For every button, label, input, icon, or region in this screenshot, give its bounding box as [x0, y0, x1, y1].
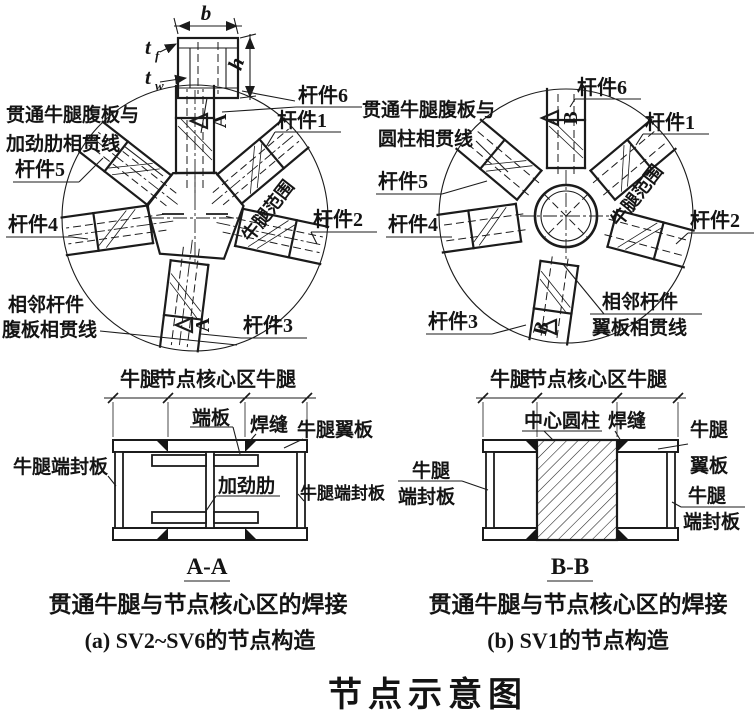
- bb-seal-left-label-l2: 端封板: [398, 485, 456, 508]
- section-aa: 牛腿 节点核心区 牛腿 端板 焊缝 牛腿翼板 牛腿端封板 加劲肋 牛腿端封板 A…: [13, 367, 386, 653]
- bracket-range-circle-right: [438, 88, 694, 344]
- aa-seal-right-label: 牛腿端封板: [300, 483, 386, 503]
- aa-seal-left-label: 牛腿端封板: [13, 455, 109, 478]
- dim-tf-sub: f: [155, 48, 161, 63]
- member6-label-left: 杆件6: [298, 83, 348, 107]
- note-web-stiffener-line1: 贯通牛腿腹板与: [6, 103, 139, 126]
- note-adjacent-flange-line2: 翼板相贯线: [591, 316, 687, 339]
- figure-title: 节点示意图: [328, 676, 528, 714]
- section-cut-arrow-bottom-right: [537, 318, 558, 336]
- dim-tf-label: t: [145, 35, 152, 59]
- section-bb: 牛腿 节点核心区 牛腿 中心圆柱 焊缝 牛腿 翼板 牛腿 端封板 牛腿 端封板 …: [398, 367, 745, 653]
- bb-dim-core: 节点核心区: [527, 367, 627, 391]
- weld-fillet: [617, 528, 629, 540]
- aa-subcaption: (a) SV2~SV6的节点构造: [85, 628, 316, 653]
- section-cut-arrow-top-left: [188, 112, 209, 130]
- aa-stiffener: [205, 451, 215, 529]
- aa-end-plate-ur: [213, 454, 259, 467]
- bb-flange-label-l1: 牛腿: [690, 418, 728, 441]
- section-cut-arrow-top-right: [539, 109, 560, 127]
- weld-fillet: [156, 528, 168, 540]
- bb-caption: 贯通牛腿与节点核心区的焊接: [429, 591, 728, 617]
- bb-flange-label-l2: 翼板: [689, 454, 729, 477]
- note-web-stiffener-line2: 加劲肋相贯线: [5, 132, 120, 155]
- bb-seal-left-label-l1: 牛腿: [412, 459, 450, 482]
- dim-b-label: b: [201, 1, 212, 25]
- member2-label-right: 杆件2: [690, 208, 740, 232]
- dim-h-label: h: [223, 54, 249, 73]
- note-web-column-line2: 圆柱相贯线: [378, 127, 473, 150]
- aa-flange-label: 牛腿翼板: [297, 418, 374, 441]
- aa-endplate-label: 端板: [192, 406, 231, 429]
- bb-dim-right: 牛腿: [627, 367, 667, 391]
- weld-fillet: [525, 440, 537, 452]
- bb-dim-left: 牛腿: [490, 367, 530, 391]
- bb-seal-right-label-l2: 端封板: [683, 510, 741, 533]
- weld-fillet: [525, 528, 537, 540]
- member4-label-right: 杆件4: [388, 212, 438, 236]
- aa-left-seal-plate: [114, 451, 124, 529]
- member1-label-left: 杆件1: [277, 108, 327, 132]
- bracket-range-label-right: 牛腿范围: [606, 160, 667, 230]
- cut-mark-a-bottom: A: [192, 317, 214, 332]
- aa-dim-left: 牛腿: [120, 367, 160, 391]
- plan-view-right: B B 牛腿范围 杆件6 杆件1 杆件2 杆件3 杆件4 杆件5 贯通牛腿腹板与…: [362, 75, 754, 346]
- bb-subcaption: (b) SV1的节点构造: [487, 628, 669, 653]
- aa-stiffener-label: 加劲肋: [217, 474, 275, 497]
- bb-seal-right-label-l1: 牛腿: [688, 484, 726, 507]
- member1-label-right: 杆件1: [645, 110, 695, 134]
- dim-tw-sub: w: [155, 78, 164, 93]
- note-adjacent-web-line2: 腹板相贯线: [1, 318, 97, 341]
- bracket-range-circle-left: [61, 84, 329, 352]
- aa-right-seal-plate: [296, 451, 306, 529]
- plan-view-left: A A 牛腿范围 杆件6 杆件1 杆件2 杆件3 杆件4 杆件5 贯通牛腿腹板与…: [1, 83, 377, 353]
- bracket-range-label-left: 牛腿范围: [237, 176, 298, 246]
- member6-label-right: 杆件6: [577, 75, 627, 99]
- mini-box-section: b h t f t w: [145, 1, 296, 134]
- weld-fillet: [245, 528, 257, 540]
- cut-mark-b-top: B: [560, 111, 582, 124]
- aa-weld-label: 焊缝: [250, 413, 288, 436]
- section-cut-arrow-bottom-left: [173, 316, 194, 334]
- bb-weld-label: 焊缝: [608, 409, 646, 432]
- note-web-column-line1: 贯通牛腿腹板与: [362, 98, 495, 121]
- note-adjacent-flange-line1: 相邻杆件: [602, 290, 678, 313]
- dim-tw-label: t: [145, 65, 152, 89]
- bb-column-label: 中心圆柱: [524, 409, 600, 432]
- weld-fillet: [156, 440, 168, 452]
- aa-bottom-flange: [112, 527, 308, 541]
- bb-right-seal-plate: [666, 451, 676, 529]
- note-adjacent-web-line1: 相邻杆件: [8, 293, 84, 316]
- aa-end-plate-ll: [151, 511, 207, 524]
- aa-top-flange: [112, 439, 308, 453]
- aa-dim-core: 节点核心区: [156, 367, 256, 391]
- core-hexagon: [145, 171, 245, 260]
- member3-label-left: 杆件3: [243, 313, 293, 337]
- member3-label-right: 杆件3: [428, 309, 478, 333]
- bb-view-name: B-B: [551, 554, 589, 579]
- aa-end-plate-lr: [213, 511, 259, 524]
- bb-central-column: [535, 438, 619, 542]
- weld-fillet: [245, 440, 257, 452]
- bb-left-seal-plate: [485, 451, 495, 529]
- aa-dim-right: 牛腿: [256, 367, 296, 391]
- member4-label-left: 杆件4: [8, 212, 58, 236]
- member5-label-right: 杆件5: [378, 169, 428, 193]
- member5-label-left: 杆件5: [15, 157, 65, 181]
- cut-mark-b-bottom: B: [529, 319, 554, 338]
- aa-caption: 贯通牛腿与节点核心区的焊接: [49, 591, 348, 617]
- aa-view-name: A-A: [187, 554, 228, 579]
- cut-mark-a-top: A: [209, 113, 231, 128]
- aa-end-plate-ul: [151, 454, 207, 467]
- member2-label-left: 杆件2: [313, 207, 363, 231]
- weld-fillet: [617, 440, 629, 452]
